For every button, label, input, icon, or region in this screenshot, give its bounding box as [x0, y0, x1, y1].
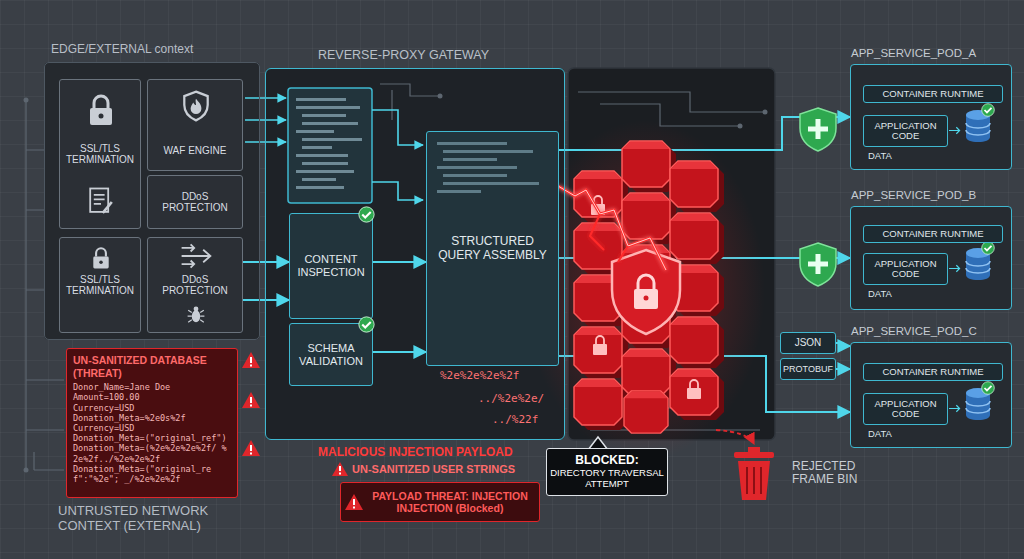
panel-heading: APP_SERVICE_POD_A — [851, 47, 976, 60]
panel-heading: APP_SERVICE_POD_C — [851, 325, 977, 338]
node-label: Donor_Name=Jane Doe — [73, 382, 170, 392]
ddos-box: DDoS PROTECTION — [147, 175, 243, 229]
waf-icon — [178, 88, 214, 124]
node-label: UN-SANITIZED DATABASE (THREAT) — [73, 354, 231, 379]
impact-crack — [558, 186, 666, 270]
annotation-label: DATA — [868, 151, 892, 162]
lock-icon — [81, 90, 121, 130]
threat-database: UN-SANITIZED DATABASE (THREAT) Donor_Name… — [66, 348, 238, 498]
edge-context-panel: EDGE/EXTERNAL contextSSL/TLS TERMINATION… — [44, 62, 260, 340]
gateway-panel: REVERSE-PROXY GATEWAYCONTENT INSPECTIONS… — [265, 68, 565, 440]
waf-box: WAF ENGINE — [147, 79, 243, 171]
firewall-wall — [574, 141, 724, 433]
trash-bin — [734, 447, 774, 500]
warn-icon — [345, 494, 363, 510]
node-label: JSON — [795, 337, 822, 349]
annotation-label: UN-SANITIZED USER STRINGS — [352, 463, 515, 476]
annotation-label: ../%22f — [492, 414, 538, 427]
annotation-label: MALICIOUS INJECTION PAYLOAD — [318, 446, 513, 460]
gateway-ground — [265, 68, 565, 440]
validation-box: SCHEMA VALIDATION — [289, 323, 373, 386]
connector-arrow — [373, 261, 426, 263]
healthy-shield — [800, 108, 836, 286]
flow-icon — [949, 126, 962, 135]
node-label: APPLICATION CODE — [865, 259, 946, 280]
node-label: SSL/TLS TERMINATION — [63, 274, 137, 297]
threat-box: PAYLOAD THREAT: INJECTION INJECTION (Blo… — [340, 482, 540, 522]
check-icon — [981, 381, 995, 395]
bug-icon — [184, 302, 208, 328]
edge-panel-ground — [44, 62, 260, 340]
check-icon — [358, 206, 375, 223]
node-label: CONTAINER RUNTIME — [882, 89, 983, 100]
connector-arrow — [836, 368, 850, 370]
arrows-icon — [178, 242, 214, 270]
check-icon — [358, 316, 375, 333]
format-box: PROTOBUF — [780, 358, 836, 380]
node-label: DDoS PROTECTION — [151, 191, 239, 214]
annotation-label: %2e%2e%2e%2f — [440, 370, 519, 383]
code-lines — [296, 98, 362, 189]
node-label: APPLICATION CODE — [865, 121, 946, 142]
bars-icon — [437, 142, 550, 198]
node-label: Donation_Meta=(%2e%2e%2e%2f/ %2e%2f../%2… — [73, 443, 231, 463]
node-label: DIRECTORY TRAVERSAL ATTEMPT — [550, 468, 664, 490]
annotation-label: UNTRUSTED NETWORK CONTEXT (EXTERNAL) — [58, 504, 248, 534]
check-icon — [981, 241, 995, 255]
node-label: CONTAINER RUNTIME — [882, 367, 983, 378]
annotation-label: DATA — [868, 429, 892, 440]
flow-icon — [949, 404, 962, 413]
connector-arrow — [243, 299, 289, 301]
app-code-box: APPLICATION CODE — [863, 253, 948, 285]
tls-box: SSL/TLS TERMINATION — [59, 237, 141, 333]
lock-icon — [87, 244, 115, 272]
check-icon — [981, 103, 995, 117]
node-label: STRUCTURED QUERY ASSEMBLY — [430, 235, 555, 263]
node-label: BLOCKED: — [575, 454, 638, 468]
node-label: SCHEMA VALIDATION — [293, 342, 369, 367]
data-wires — [245, 98, 423, 200]
reject-arrow — [716, 430, 754, 444]
panel-heading: APP_SERVICE_POD_B — [851, 189, 976, 202]
code-panel — [288, 88, 372, 203]
query-box: STRUCTURED QUERY ASSEMBLY — [426, 131, 559, 366]
connector-arrow — [243, 261, 289, 263]
annotation-label: ../%2e%2e/ — [478, 393, 544, 406]
annotation-label: DATA — [868, 289, 892, 300]
node-label: SSL/TLS TERMINATION — [63, 143, 137, 166]
runtime-box: CONTAINER RUNTIME — [863, 85, 1003, 103]
threat-glow — [525, 120, 765, 460]
node-label: Donation_Meta=("original_ref":"%2e"; _/%… — [73, 464, 231, 484]
node-label: CONTENT INSPECTION — [293, 253, 369, 278]
node-label: Donation_Meta=("original_ref") — [73, 433, 227, 443]
node-label: APPLICATION CODE — [865, 399, 946, 420]
doc-icon — [83, 184, 119, 220]
panel-heading: EDGE/EXTERNAL context — [51, 43, 193, 57]
node-label: Currency=USD — [73, 403, 134, 413]
node-label: PROTOBUF — [783, 364, 833, 374]
flow-icon — [949, 264, 962, 273]
connector-arrow — [373, 351, 426, 353]
panel-heading: REVERSE-PROXY GATEWAY — [318, 48, 489, 62]
node-label: PAYLOAD THREAT: INJECTION INJECTION (Blo… — [365, 490, 535, 514]
shield-lock — [591, 196, 701, 399]
app-code-box: APPLICATION CODE — [863, 115, 948, 147]
inspection-box: CONTENT INSPECTION — [289, 213, 373, 319]
runtime-box: CONTAINER RUNTIME — [863, 225, 1003, 243]
ddos-box: DDoS PROTECTION — [147, 237, 243, 333]
node-label: WAF ENGINE — [164, 145, 227, 157]
node-label: CONTAINER RUNTIME — [882, 229, 983, 240]
connector-arrow — [836, 343, 850, 346]
tls-box: SSL/TLS TERMINATION — [59, 79, 141, 229]
node-label: Currency=USD — [73, 423, 134, 433]
node-label: Amount=100.00 — [73, 392, 140, 402]
format-box: JSON — [780, 332, 836, 354]
app-code-box: APPLICATION CODE — [863, 393, 948, 425]
node-label: DDoS PROTECTION — [151, 274, 239, 297]
node-label: Donation_Meta=%2e0s%2f — [73, 413, 186, 423]
runtime-box: CONTAINER RUNTIME — [863, 363, 1003, 381]
annotation-label: REJECTED FRAME BIN — [792, 460, 887, 486]
callout-box: BLOCKED:DIRECTORY TRAVERSAL ATTEMPT — [546, 448, 668, 496]
